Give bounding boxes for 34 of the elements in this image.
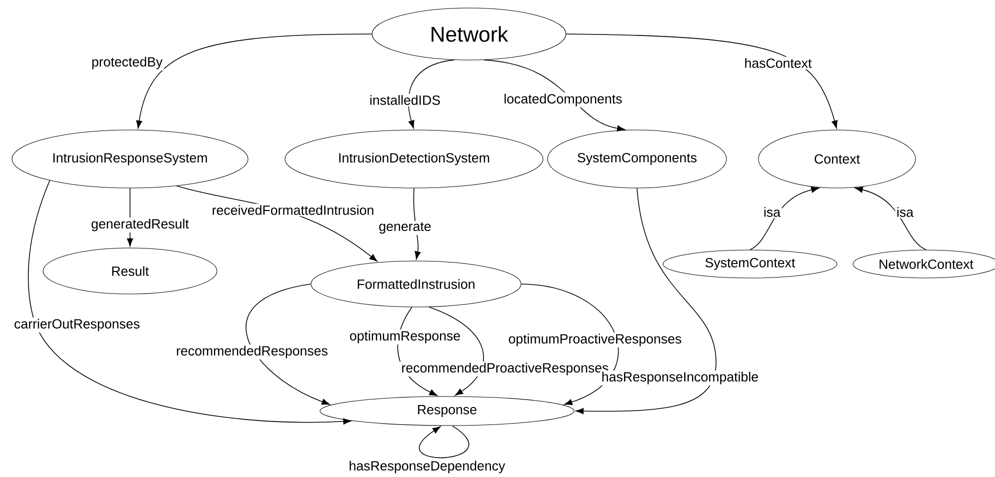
ellipse-node: FormattedInstrusion — [310, 260, 522, 308]
arrow — [246, 284, 330, 405]
edge-label: carrierOutResponses — [12, 317, 142, 333]
edge-label: isa — [895, 206, 915, 218]
edge-label: optimumProactiveResponses — [506, 332, 684, 348]
ellipse-node: Result — [42, 248, 218, 294]
edge-label: isa — [762, 206, 782, 218]
arrow — [136, 34, 372, 128]
edge-label: locatedComponents — [502, 92, 624, 108]
edge-label: optimumResponse — [348, 329, 462, 345]
ellipse-node: IntrusionDetectionSystem — [284, 130, 544, 188]
ellipse-node: SystemComponents — [547, 130, 727, 188]
edge-label: hasResponseDependency — [347, 459, 507, 475]
ellipse-node: Response — [320, 396, 574, 426]
edge-label: installedIDS — [368, 94, 442, 106]
arrow — [576, 188, 716, 414]
edge-label: hasContext — [742, 56, 814, 70]
ellipse-node: Network — [372, 8, 566, 60]
ellipse-node: IntrusionResponseSystem — [12, 130, 248, 188]
edge-label: generatedResult — [90, 217, 190, 233]
arrow — [418, 425, 470, 458]
arrow — [428, 306, 484, 396]
arrow — [854, 186, 926, 250]
edge-label: recommendedResponses — [174, 344, 330, 360]
edge-label: receivedFormattedIntrusion — [210, 204, 376, 216]
arrow — [566, 34, 838, 128]
arrow — [28, 180, 352, 424]
arrow — [484, 60, 626, 132]
ellipse-node: Context — [758, 130, 916, 188]
ellipse-node: SystemContext — [662, 250, 838, 278]
arrow — [408, 60, 454, 128]
edge-label: generate — [377, 220, 433, 236]
arrow — [750, 186, 820, 250]
edge-label: protectedBy — [90, 55, 164, 71]
